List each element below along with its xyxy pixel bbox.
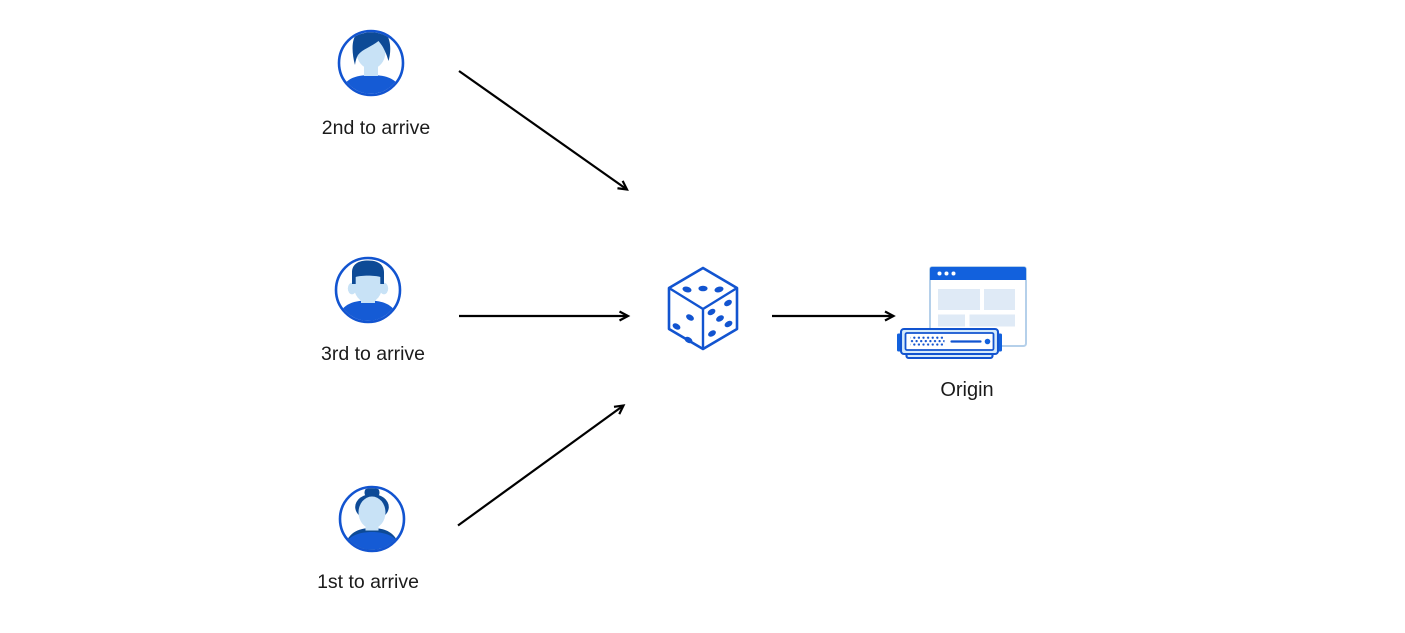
arrow-visitor-bottom-to-dice xyxy=(457,404,626,527)
visitor-bottom-label: 1st to arrive xyxy=(317,571,419,593)
user-avatar-icon-middle xyxy=(334,256,402,324)
dice-icon xyxy=(667,266,739,351)
visitor-middle-label: 3rd to arrive xyxy=(320,343,426,365)
user-avatar-icon-bottom xyxy=(338,485,406,553)
user-avatar-icon-top xyxy=(337,29,405,97)
origin-server-icon xyxy=(897,266,1027,360)
visitor-top-label: 2nd to arrive xyxy=(321,117,431,139)
browser-window-icon xyxy=(929,266,1027,347)
arrow-visitor-top-to-dice xyxy=(458,70,629,191)
origin-label: Origin xyxy=(940,379,994,401)
server-indicator-light xyxy=(984,338,991,345)
server-appliance-icon xyxy=(897,327,1002,360)
edge-arrows xyxy=(457,70,896,527)
server-vent-dots xyxy=(910,336,945,347)
